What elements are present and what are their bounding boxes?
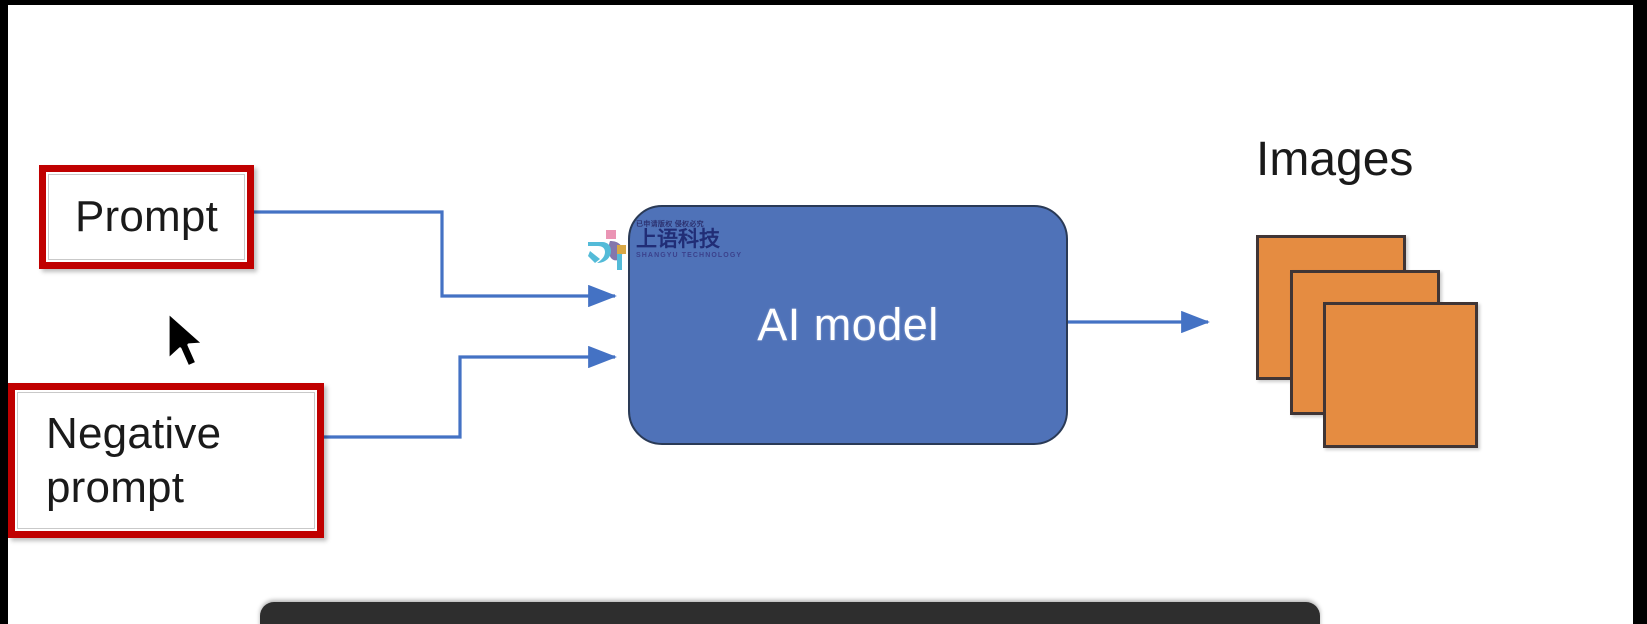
prompt-node-inner: Prompt — [48, 174, 245, 260]
image-card — [1323, 302, 1478, 448]
slide-canvas: Prompt Negative prompt AI model — [8, 5, 1633, 624]
watermark-company-name-en: SHANGYU TECHNOLOGY — [636, 251, 743, 259]
prompt-node[interactable]: Prompt — [39, 165, 254, 269]
ai-model-label: AI model — [757, 299, 939, 350]
images-title: Images — [1256, 133, 1414, 186]
watermark-text-block: 已申请版权 侵权必究 上语科技 SHANGYU TECHNOLOGY — [636, 221, 743, 260]
watermark-copyright-notice: 已申请版权 侵权必究 — [636, 221, 704, 228]
bottom-toolbar-partial[interactable] — [260, 602, 1320, 624]
shangyu-logo-icon — [588, 230, 626, 270]
connector-prompt-to-model — [251, 210, 617, 308]
negative-prompt-node[interactable]: Negative prompt — [8, 383, 324, 538]
negative-prompt-label-line1: Negative — [46, 408, 222, 458]
negative-prompt-node-inner: Negative prompt — [17, 392, 315, 529]
watermark-company-name-cn: 上语科技 — [636, 227, 720, 251]
ai-model-node[interactable]: AI model — [628, 205, 1068, 445]
watermark-shangyu-technology: 已申请版权 侵权必究 上语科技 SHANGYU TECHNOLOGY — [586, 221, 743, 281]
negative-prompt-label-line2: prompt — [46, 462, 185, 512]
connector-negative-prompt-to-model — [319, 345, 617, 439]
mouse-cursor-icon — [166, 310, 206, 369]
prompt-label: Prompt — [74, 192, 219, 242]
